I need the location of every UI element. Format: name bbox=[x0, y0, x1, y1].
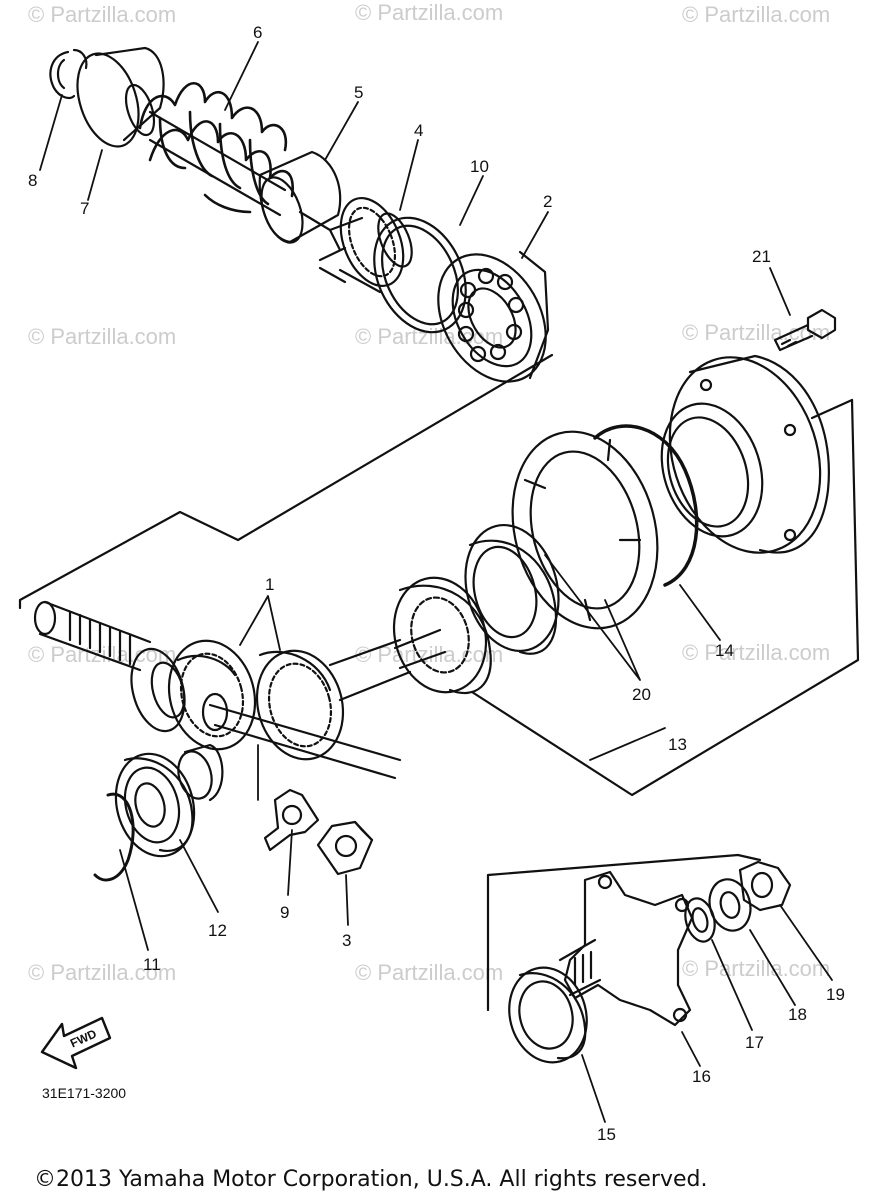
callout-18: 18 bbox=[788, 1005, 807, 1024]
watermark: © Partzilla.com bbox=[28, 960, 176, 985]
leader-lines bbox=[39, 41, 833, 1123]
watermark: © Partzilla.com bbox=[355, 642, 503, 667]
bearing-housing bbox=[660, 354, 830, 554]
callout-11: 11 bbox=[143, 955, 161, 974]
copyright-notice: ©2013 Yamaha Motor Corporation, U.S.A. A… bbox=[34, 1167, 707, 1192]
hub-part-16 bbox=[558, 870, 694, 1027]
callout-17: 17 bbox=[745, 1033, 764, 1052]
fwd-arrow-icon bbox=[40, 1016, 112, 1070]
bearing-part-12 bbox=[114, 752, 196, 858]
callout-3: 3 bbox=[342, 931, 351, 950]
callout-19: 19 bbox=[826, 985, 845, 1004]
assembly-outline-right bbox=[470, 398, 860, 797]
ring-gear bbox=[392, 576, 492, 695]
spring-seat-part-7 bbox=[76, 46, 165, 148]
circlip-part-14 bbox=[593, 424, 699, 587]
callout-12: 12 bbox=[208, 921, 227, 940]
callout-8: 8 bbox=[28, 171, 37, 190]
washer-part-18 bbox=[708, 878, 752, 932]
callout-15: 15 bbox=[597, 1125, 616, 1144]
callout-1: 1 bbox=[265, 575, 274, 594]
callout-5: 5 bbox=[354, 83, 363, 102]
callout-16: 16 bbox=[692, 1067, 711, 1086]
bolt-part-21 bbox=[773, 308, 837, 352]
watermark-layer: © Partzilla.com © Partzilla.com © Partzi… bbox=[28, 0, 830, 985]
callout-layer: 1 2 3 4 5 6 7 8 9 10 11 12 13 14 15 16 1… bbox=[28, 23, 845, 1144]
nut-part-19 bbox=[738, 860, 792, 912]
watermark: © Partzilla.com bbox=[28, 324, 176, 349]
watermark: © Partzilla.com bbox=[682, 956, 830, 981]
main-shaft bbox=[33, 600, 447, 780]
callout-7: 7 bbox=[80, 199, 89, 218]
spacer-collar bbox=[177, 743, 224, 802]
watermark: © Partzilla.com bbox=[355, 0, 503, 25]
bevel-gear-part-1 bbox=[167, 639, 345, 761]
watermark: © Partzilla.com bbox=[28, 642, 176, 667]
watermark: © Partzilla.com bbox=[682, 2, 830, 27]
shim-part-20 bbox=[511, 430, 659, 630]
circlip-part-11 bbox=[93, 792, 135, 882]
callout-13: 13 bbox=[668, 735, 687, 754]
callout-2: 2 bbox=[543, 192, 552, 211]
nut-part-3 bbox=[316, 820, 374, 876]
callout-14: 14 bbox=[715, 641, 734, 660]
watermark: © Partzilla.com bbox=[28, 2, 176, 27]
assembly-outline bbox=[18, 353, 554, 610]
watermark: © Partzilla.com bbox=[682, 320, 830, 345]
callout-4: 4 bbox=[414, 121, 423, 140]
lower-outline bbox=[486, 853, 762, 1012]
callout-10: 10 bbox=[470, 157, 489, 176]
lock-washer-part-9 bbox=[263, 788, 320, 852]
oil-seal-part-15 bbox=[508, 966, 588, 1064]
sliding-dog-part-5 bbox=[258, 150, 347, 262]
bearing-part-2 bbox=[437, 250, 550, 383]
watermark: © Partzilla.com bbox=[355, 324, 503, 349]
drawing-code: 31E171-3200 bbox=[42, 1085, 126, 1101]
callout-20: 20 bbox=[632, 685, 651, 704]
watermark: © Partzilla.com bbox=[355, 960, 503, 985]
circlip-part-8 bbox=[49, 48, 88, 99]
callout-6: 6 bbox=[253, 23, 262, 42]
callout-9: 9 bbox=[280, 903, 289, 922]
bearing-outer bbox=[464, 523, 560, 655]
gear-part-4 bbox=[318, 196, 413, 294]
watermark: © Partzilla.com bbox=[682, 640, 830, 665]
fwd-label: FWD bbox=[68, 1026, 99, 1050]
callout-21: 21 bbox=[752, 247, 771, 266]
